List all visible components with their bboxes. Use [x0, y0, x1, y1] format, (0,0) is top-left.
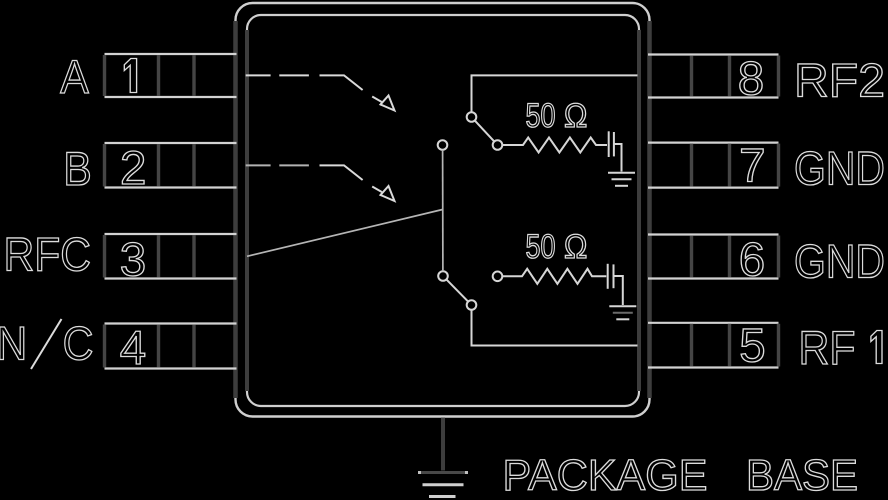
svg-text:PACKAGE: PACKAGE	[503, 451, 708, 500]
svg-text:2: 2	[120, 142, 146, 195]
svg-text:Ω: Ω	[564, 227, 587, 266]
svg-text:RFC: RFC	[4, 229, 92, 282]
svg-text:7: 7	[739, 140, 765, 193]
svg-text:RF2: RF2	[794, 55, 885, 108]
svg-text:GND: GND	[794, 236, 885, 289]
svg-text:50: 50	[526, 97, 556, 135]
svg-text:N: N	[0, 316, 27, 370]
svg-text:4: 4	[120, 322, 146, 375]
svg-text:3: 3	[120, 234, 146, 287]
svg-text:BASE: BASE	[746, 451, 858, 500]
svg-text:RF: RF	[799, 322, 856, 375]
svg-text:50: 50	[526, 228, 556, 266]
svg-text:6: 6	[739, 234, 765, 287]
svg-text:B: B	[63, 142, 92, 196]
svg-text:8: 8	[738, 53, 764, 106]
svg-text:A: A	[60, 50, 89, 104]
svg-text:Ω: Ω	[564, 96, 587, 135]
svg-text:C: C	[63, 316, 94, 370]
svg-text:5: 5	[739, 320, 765, 373]
svg-text:GND: GND	[794, 143, 885, 196]
